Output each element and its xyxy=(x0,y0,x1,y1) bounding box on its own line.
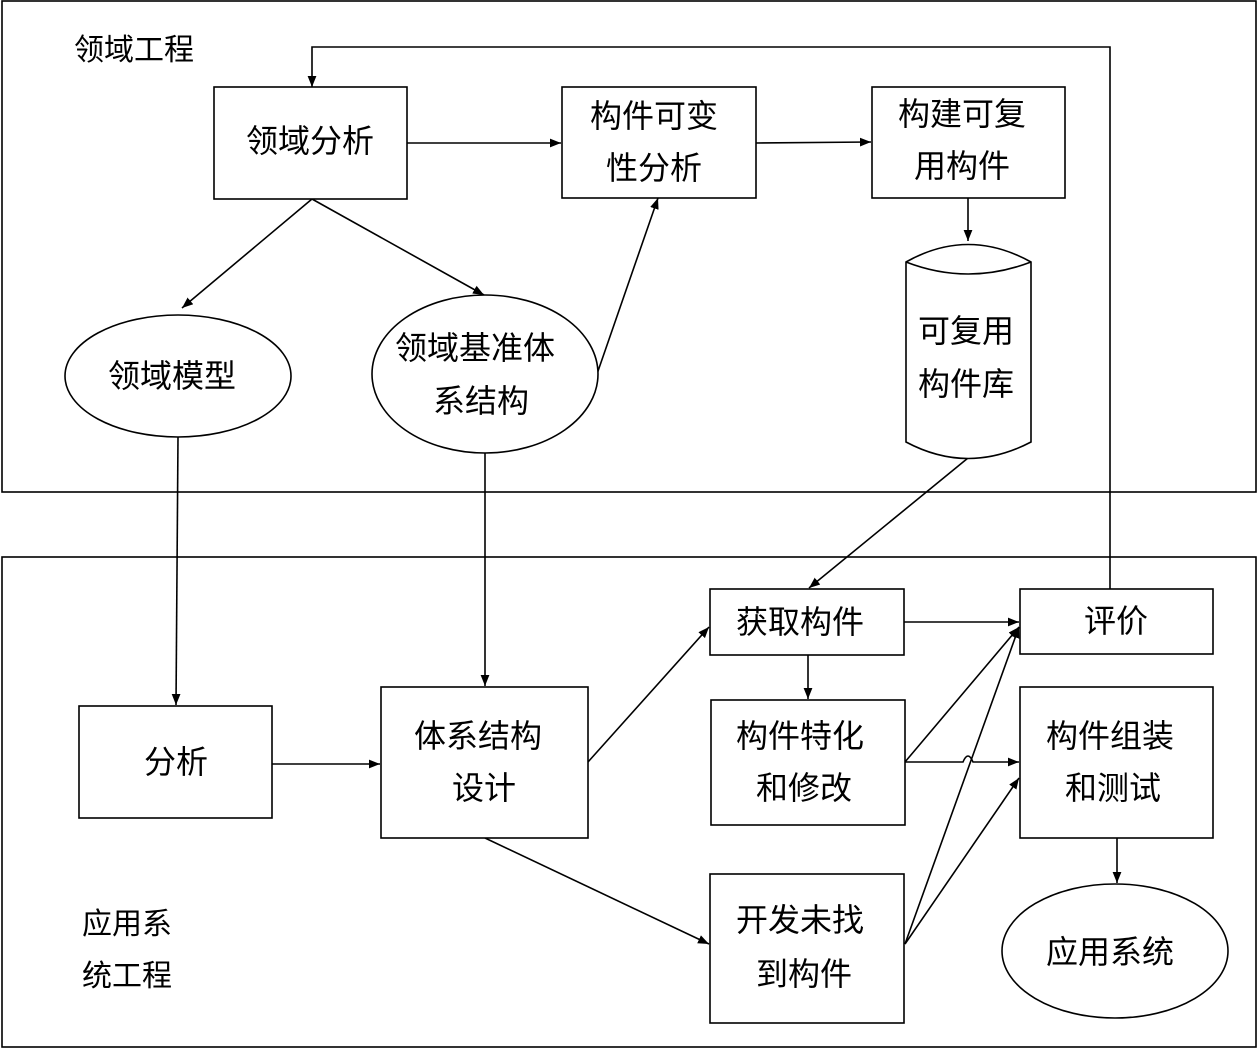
node-domain-model: 领域模型 xyxy=(64,314,292,438)
node-build-reusable: 构建可复 用构件 xyxy=(871,86,1066,199)
node-acquire-label: 获取构件 xyxy=(736,603,864,641)
node-develop-line1: 开发未找 xyxy=(736,901,864,939)
edge-specialize-to-evaluate xyxy=(904,626,1020,763)
node-evaluate-label: 评价 xyxy=(1084,602,1148,640)
edge-repository-to-acquire xyxy=(808,457,969,589)
node-build-reusable-line2: 用构件 xyxy=(914,147,1010,185)
node-repository-line1: 可复用 xyxy=(918,312,1014,350)
node-domain-architecture: 领域基准体 系结构 xyxy=(371,294,599,454)
node-develop-missing: 开发未找 到构件 xyxy=(709,873,905,1024)
edge-develop-to-evaluate xyxy=(904,626,1020,945)
edge-domain-arch-to-variability xyxy=(596,197,659,375)
edge-arch-design-to-develop xyxy=(484,837,710,945)
node-analysis-label: 分析 xyxy=(144,743,208,781)
edge-domain-analysis-to-domain-model xyxy=(181,198,313,309)
node-architecture-design: 体系结构 设计 xyxy=(380,686,589,839)
node-specialize-line1: 构件特化 xyxy=(736,717,864,755)
node-specialize-modify: 构件特化 和修改 xyxy=(710,699,906,826)
node-assemble-line1: 构件组装 xyxy=(1046,717,1174,755)
node-application-system: 应用系统 xyxy=(1001,883,1229,1019)
node-assemble-test: 构件组装 和测试 xyxy=(1019,686,1214,839)
node-domain-arch-line1: 领域基准体 xyxy=(395,329,555,367)
edge-develop-to-assemble xyxy=(904,777,1020,945)
node-component-repository: 可复用 构件库 xyxy=(905,243,1032,460)
node-develop-line2: 到构件 xyxy=(756,955,852,993)
domain-engineering-label: 领域工程 xyxy=(74,33,194,68)
node-analysis: 分析 xyxy=(78,705,273,819)
node-acquire-component: 获取构件 xyxy=(709,588,905,656)
node-domain-analysis: 领域分析 xyxy=(213,86,408,200)
node-evaluate: 评价 xyxy=(1019,588,1214,655)
node-assemble-line2: 和测试 xyxy=(1065,769,1161,807)
node-variability-analysis: 构件可变 性分析 xyxy=(561,86,757,199)
application-engineering-label-line2: 统工程 xyxy=(82,959,172,994)
edge-domain-analysis-to-domain-arch xyxy=(311,198,485,296)
node-domain-model-label: 领域模型 xyxy=(108,357,236,395)
application-engineering-label-line1: 应用系 xyxy=(82,907,172,942)
node-domain-analysis-label: 领域分析 xyxy=(246,122,374,160)
node-repository-line2: 构件库 xyxy=(918,365,1014,403)
node-specialize-line2: 和修改 xyxy=(756,769,852,807)
node-variability-line1: 构件可变 xyxy=(590,97,718,135)
node-domain-arch-line2: 系结构 xyxy=(433,382,529,420)
edge-arch-design-to-acquire xyxy=(587,626,710,763)
node-arch-design-line1: 体系结构 xyxy=(414,717,542,755)
node-app-system-label: 应用系统 xyxy=(1046,933,1174,971)
domain-engineering-region xyxy=(1,0,1257,493)
application-engineering-region xyxy=(1,556,1257,1048)
edge-specialize-to-assemble xyxy=(905,755,1019,767)
edge-domain-model-to-analysis xyxy=(171,436,181,706)
node-arch-design-line2: 设计 xyxy=(452,769,516,807)
edge-variability-to-build-reusable xyxy=(755,137,872,147)
node-build-reusable-line1: 构建可复 xyxy=(898,95,1026,133)
node-variability-line2: 性分析 xyxy=(606,149,702,187)
edge-evaluate-to-domain-analysis xyxy=(307,46,1111,589)
